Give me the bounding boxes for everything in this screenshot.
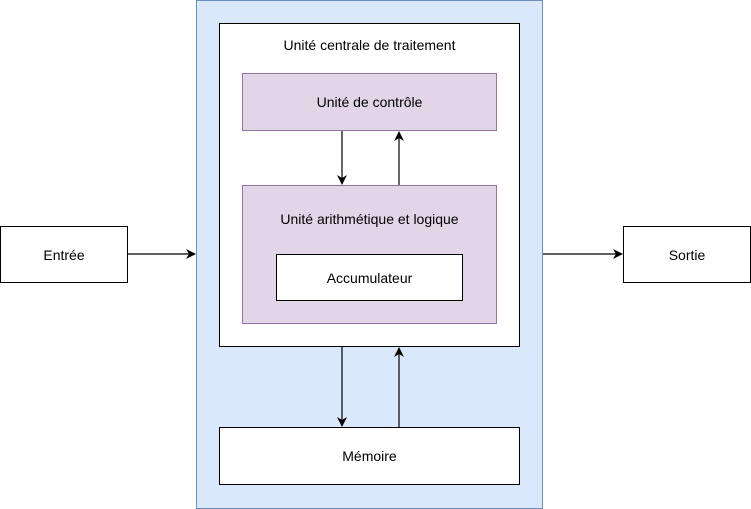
accumulator-box: Accumulateur [276, 254, 463, 301]
cpu-title: Unité centrale de traitement [283, 37, 456, 53]
output-label: Sortie [668, 246, 706, 263]
control-unit-box: Unité de contrôle [242, 73, 497, 131]
memory-label: Mémoire [342, 448, 397, 464]
memory-box: Mémoire [219, 427, 520, 485]
alu-label: Unité arithmétique et logique [280, 211, 459, 227]
input-label: Entrée [43, 246, 85, 263]
input-box: Entrée [0, 226, 128, 283]
output-box: Sortie [623, 226, 751, 283]
control-unit-label: Unité de contrôle [316, 94, 423, 110]
accumulator-label: Accumulateur [326, 269, 413, 286]
